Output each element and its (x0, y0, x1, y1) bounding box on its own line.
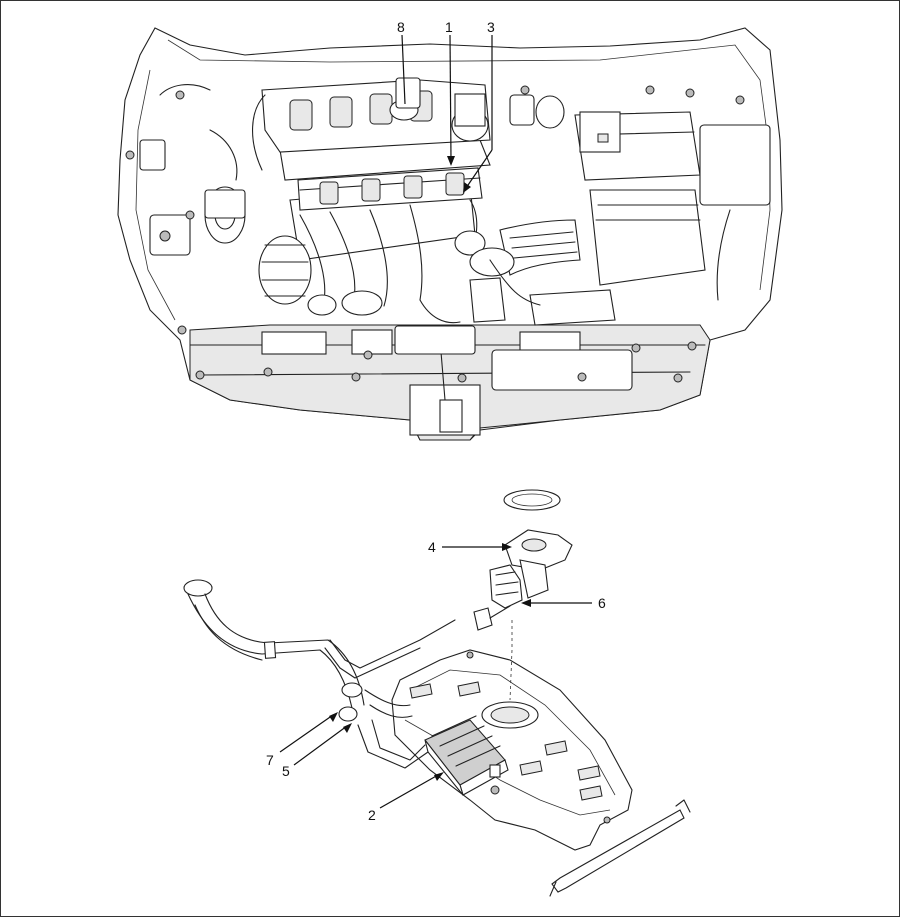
fuel-tank-assembly (183, 489, 691, 897)
callout-labels: 8 1 3 4 6 7 5 2 (266, 19, 606, 823)
callout-5: 5 (282, 763, 290, 779)
callout-2: 2 (368, 807, 376, 823)
callout-7: 7 (266, 752, 274, 768)
callout-1: 1 (445, 19, 453, 35)
fuel-pump-assembly (473, 489, 573, 701)
callout-3: 3 (487, 19, 495, 35)
canister (424, 715, 509, 796)
battery (574, 111, 771, 206)
air-cleaner (529, 189, 706, 326)
engine-bay-illustration (117, 27, 783, 441)
tank-strap (549, 799, 691, 897)
filler-neck (183, 579, 456, 769)
callout-6: 6 (598, 595, 606, 611)
callout-4: 4 (428, 539, 436, 555)
fuel-rail (279, 116, 491, 211)
leader-lines (279, 34, 592, 809)
alternator (139, 139, 312, 305)
callout-8: 8 (397, 19, 405, 35)
